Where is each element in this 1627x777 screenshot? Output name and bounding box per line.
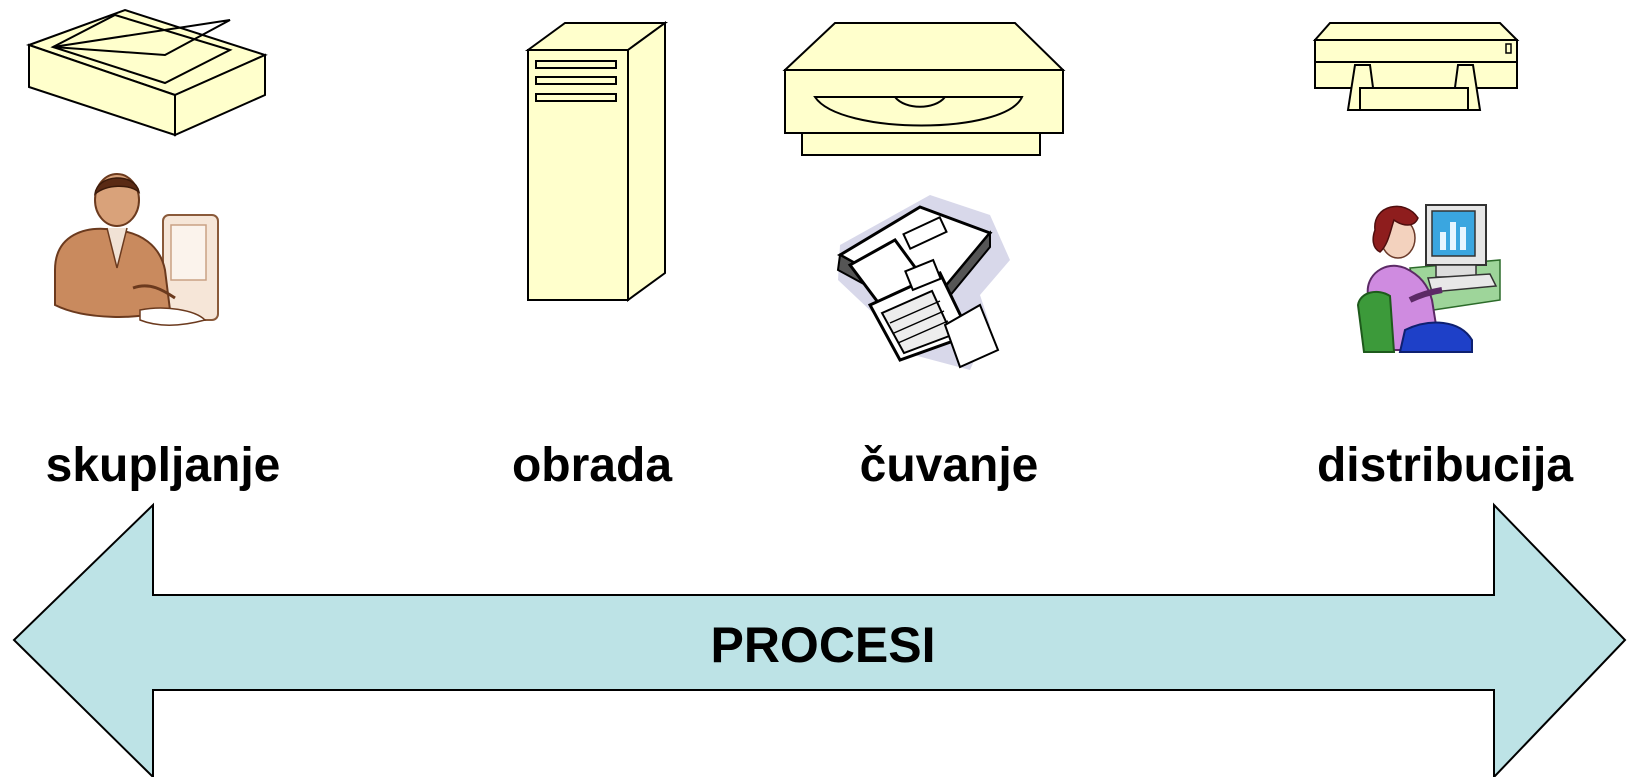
stage-label-cuvanje: čuvanje: [859, 439, 1039, 492]
printer-icon: [1312, 22, 1520, 111]
stage-label-distribucija: distribucija: [1316, 439, 1574, 492]
woman-at-computer-icon: [1356, 204, 1501, 353]
scanner-icon: [25, 8, 268, 137]
floppy-disks-icon: [836, 195, 1010, 370]
disk-drive-icon: [782, 22, 1066, 156]
arrow-label: PROCESI: [710, 617, 936, 673]
stage-label-obrada: obrada: [511, 439, 673, 492]
computer-tower-icon: [524, 21, 669, 302]
stage-label-skupljanje: skupljanje: [45, 439, 281, 492]
double-arrow: [12, 502, 1627, 777]
person-at-computer-icon: [54, 173, 219, 327]
